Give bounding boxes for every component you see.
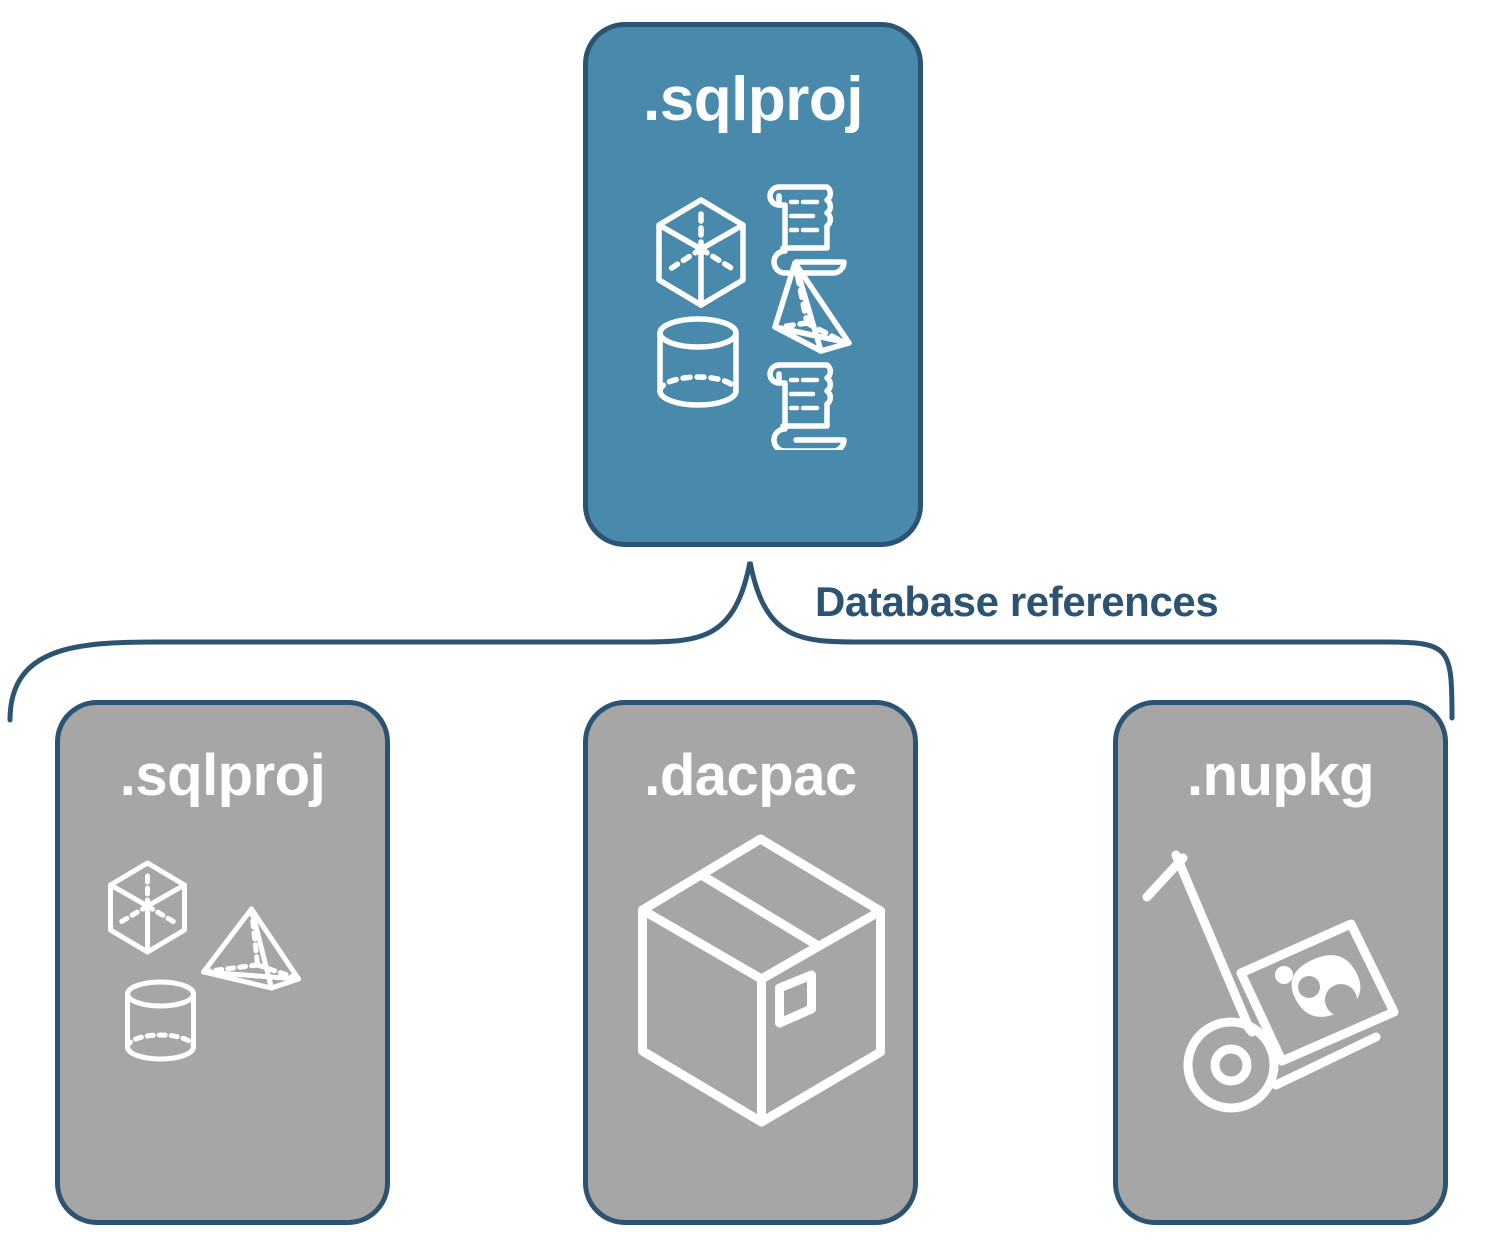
node-card-child-sqlproj[interactable]: .sqlproj xyxy=(55,700,390,1225)
child-sqlproj-icon-group xyxy=(105,857,340,1072)
hand-truck-package-icon xyxy=(1142,850,1398,1113)
bracket-path xyxy=(7,561,1455,723)
wireframe-cylinder-icon xyxy=(124,979,196,1062)
shapes-and-scrolls-icon xyxy=(656,184,852,454)
wireframe-pyramid-icon xyxy=(200,906,301,991)
connector-label: Database references xyxy=(815,578,1219,625)
card-title: .sqlproj xyxy=(643,65,863,134)
node-card-child-dacpac[interactable]: .dacpac xyxy=(583,700,918,1225)
node-card-root-sqlproj[interactable]: .sqlproj xyxy=(583,22,923,547)
wireframe-cube-icon xyxy=(656,197,746,308)
child-nupkg-icon-group xyxy=(1136,845,1426,1120)
scroll-icon xyxy=(767,184,847,276)
wireframe-cube-icon xyxy=(107,860,187,955)
child-dacpac-icon-group xyxy=(603,827,898,1132)
root-icon-group xyxy=(653,175,853,454)
shapes-icon xyxy=(107,860,301,1062)
shipping-box-icon xyxy=(637,834,885,1127)
card-title: .sqlproj xyxy=(119,743,326,808)
scroll-icon xyxy=(767,362,847,454)
wireframe-cylinder-icon xyxy=(657,316,739,408)
card-title: .dacpac xyxy=(644,743,857,808)
wireframe-pyramid-icon xyxy=(772,260,852,354)
node-card-child-nupkg[interactable]: .nupkg xyxy=(1113,700,1448,1225)
card-title: .nupkg xyxy=(1186,743,1375,808)
